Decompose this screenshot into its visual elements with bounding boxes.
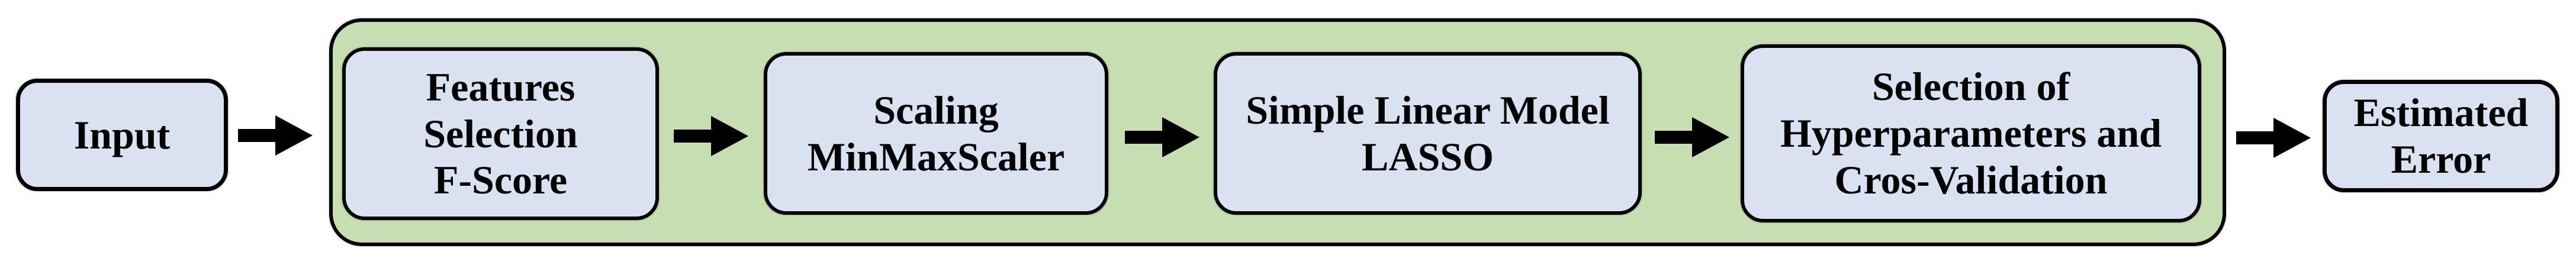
node-scaling-minmaxscaler: Scaling MinMaxScaler xyxy=(764,52,1108,215)
node-label-line: LASSO xyxy=(1362,134,1494,179)
node-label-line: F-Score xyxy=(433,157,568,203)
node-input: Input xyxy=(16,79,228,191)
flow-arrow-icon xyxy=(674,116,748,156)
flow-arrow-icon xyxy=(238,115,313,156)
flow-arrow-icon xyxy=(1655,117,1729,157)
node-label-line: Simple Linear Model xyxy=(1246,87,1610,133)
node-label-line: Features xyxy=(426,64,575,109)
node-simple-linear-model-lasso: Simple Linear Model LASSO xyxy=(1214,52,1642,215)
node-label: Input xyxy=(73,112,171,157)
node-label-line: Scaling xyxy=(873,87,999,133)
node-estimated-error: Estimated Error xyxy=(2323,80,2559,192)
flow-arrow-icon xyxy=(2236,118,2311,158)
node-features-selection-fscore: Features Selection F-Score xyxy=(342,47,659,220)
node-label-line: Cros-Validation xyxy=(1834,157,2108,202)
node-hyperparameter-selection-cross-validation: Selection of Hyperparameters and Cros-Va… xyxy=(1741,44,2201,222)
node-label-line: MinMaxScaler xyxy=(807,134,1065,179)
node-label-line: Hyperparameters and xyxy=(1780,111,2162,156)
flow-arrow-icon xyxy=(1125,117,1199,157)
node-label-line: Selection of xyxy=(1871,64,2070,109)
node-label-line: Error xyxy=(2391,137,2491,182)
node-label-line: Selection xyxy=(423,111,578,156)
node-label-line: Estimated xyxy=(2353,90,2529,135)
